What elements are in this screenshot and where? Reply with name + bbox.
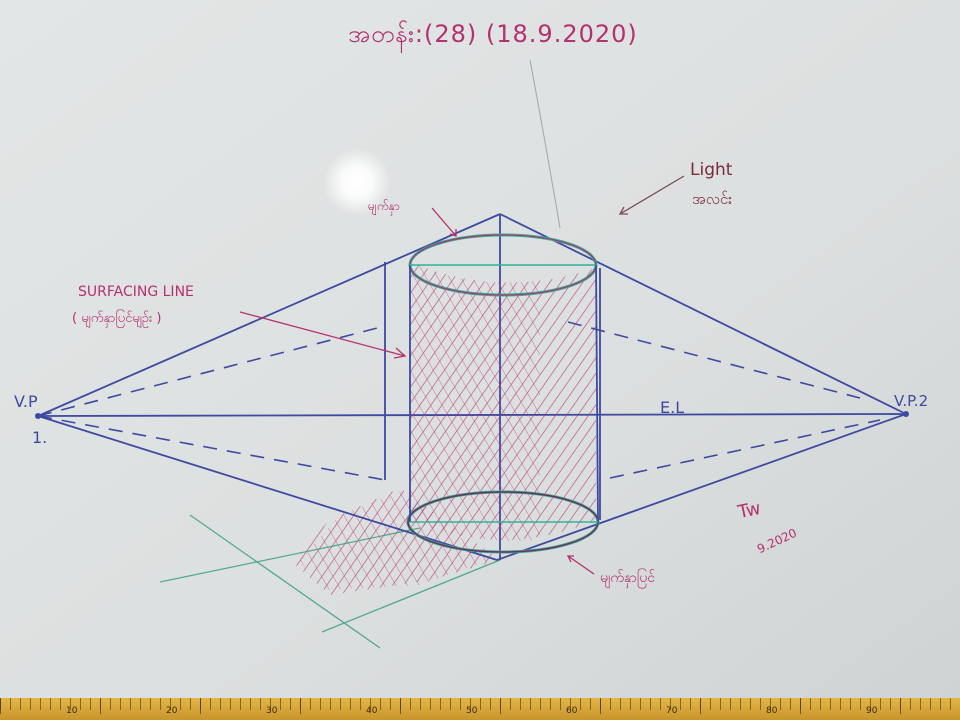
surfacing-line-sublabel: ( မျက်နှာပြင်မျဉ်း ) [72,311,162,326]
eye-level-label: E.L [660,398,685,417]
cast-shadow-hatching [290,488,500,595]
bottom-face-note: မျက်နှာပြင် [600,570,656,586]
ruler-number: 20 [166,706,178,716]
vanishing-point-2 [903,411,909,417]
top-face-note: မျက်နှာ [368,199,400,213]
ruler-number: 70 [666,706,678,716]
light-sublabel: အလင်း [692,190,732,208]
green-guide-lines [159,514,501,649]
light-label: Light [690,160,733,180]
ruler-major-ticks [0,698,960,714]
vanishing-point-1-number: 1. [32,428,48,447]
light-glare [323,148,391,216]
cylinder-surface-hatching [410,262,596,541]
surfacing-line-label: SURFACING LINE [78,284,194,300]
ruler-number: 30 [266,706,278,716]
page-title: အတန်း:(28) (18.9.2020) [348,20,638,48]
annotation-arrows [239,59,685,575]
vanishing-point-1-label: V.P [14,392,38,411]
ruler-number: 60 [566,706,578,716]
dashed-perspective-lines [37,321,881,481]
ruler-number: 90 [866,706,878,716]
ruler-number: 80 [766,706,778,716]
ruler-number: 50 [466,706,478,716]
cylinder-outline [406,233,600,554]
vanishing-point-1 [35,413,41,419]
vanishing-point-2-label: V.P.2 [894,392,929,410]
ruler-number: 10 [66,706,78,716]
ruler-number: 40 [366,706,378,716]
ruler: 10 20 30 40 50 60 70 80 90 [0,698,960,720]
